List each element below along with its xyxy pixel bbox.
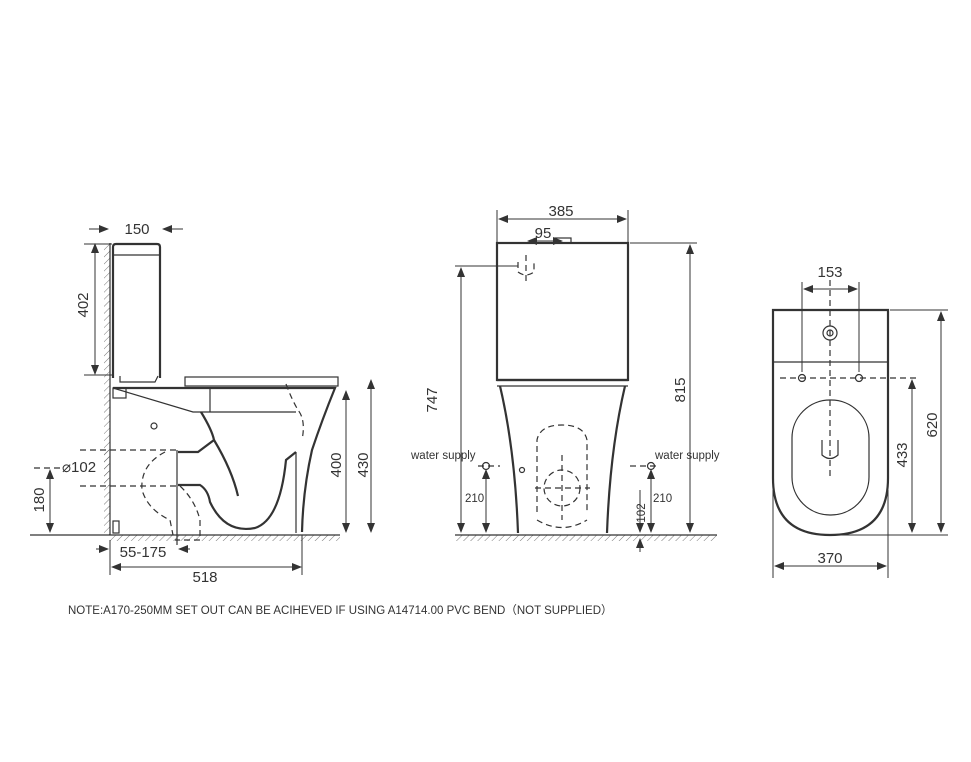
dim-button-offset: 95 bbox=[535, 225, 552, 242]
dim-overall-height: 815 bbox=[672, 377, 689, 402]
seat bbox=[184, 376, 339, 387]
installation-note: NOTE:A170-250MM SET OUT CAN BE ACIHEVED … bbox=[68, 604, 613, 617]
dim-inlet-height: 747 bbox=[424, 387, 441, 412]
cistern-front bbox=[495, 241, 630, 382]
floor-hatch bbox=[110, 535, 340, 541]
cistern-outline bbox=[111, 242, 162, 378]
front-view: 385 95 747 815 water supply water supply… bbox=[410, 203, 720, 552]
dim-overall-depth: 518 bbox=[192, 569, 217, 586]
label-water-supply-left: water supply bbox=[410, 450, 476, 462]
dim-floor-offset: 102 bbox=[636, 503, 648, 522]
top-outline bbox=[771, 308, 890, 537]
dim-outlet-height: 180 bbox=[31, 487, 48, 512]
dim-hole-spacing: 153 bbox=[817, 264, 842, 281]
dim-outlet-diameter: ⌀102 bbox=[62, 459, 96, 476]
dim-overall-width: 385 bbox=[548, 203, 573, 220]
dim-bowl-length: 433 bbox=[894, 442, 911, 467]
dim-supply-height-right: 210 bbox=[653, 493, 672, 505]
dim-top-width: 370 bbox=[817, 550, 842, 567]
side-view: 150 402 ⌀102 180 55-175 518 400 430 bbox=[30, 221, 375, 586]
bowl-top bbox=[791, 399, 870, 516]
dim-supply-height-left: 210 bbox=[465, 493, 484, 505]
dim-set-out: 55-175 bbox=[120, 544, 167, 561]
dim-tank-height: 402 bbox=[75, 292, 92, 317]
top-view: 153 620 433 370 bbox=[771, 264, 948, 578]
supply-hole bbox=[150, 422, 158, 430]
label-water-supply-right: water supply bbox=[654, 450, 720, 462]
dim-bowl-height: 400 bbox=[328, 452, 345, 477]
wall-hatch bbox=[104, 243, 110, 535]
dim-overall-length: 620 bbox=[924, 412, 941, 437]
dim-seat-height: 430 bbox=[355, 452, 372, 477]
dim-tank-depth: 150 bbox=[124, 221, 149, 238]
